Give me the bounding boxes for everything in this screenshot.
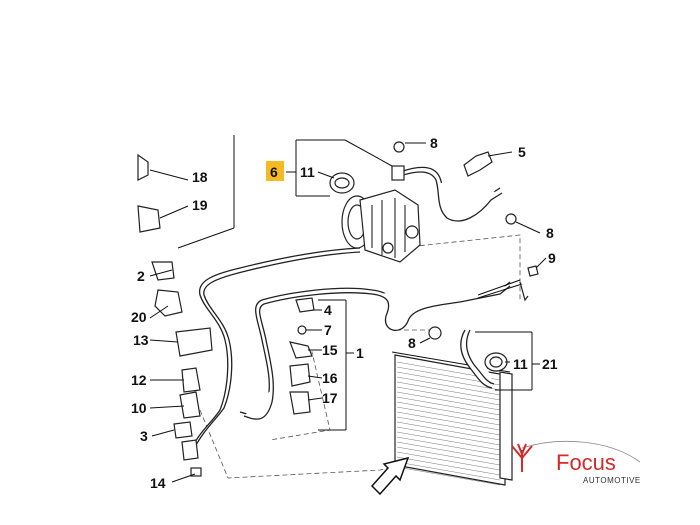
callout-16: 16 [322,370,338,386]
hose-lines [187,166,523,456]
callout-20: 20 [131,309,147,325]
callout-8-bottom: 8 [408,335,416,351]
callout-10: 10 [131,400,147,416]
callout-1: 1 [356,345,364,361]
leader-lines [149,139,547,483]
callout-15: 15 [322,342,338,358]
callout-7: 7 [324,322,332,338]
callout-14: 14 [150,475,166,491]
small-parts [137,141,539,477]
callout-19: 19 [192,197,208,213]
callout-5: 5 [518,144,526,160]
logo-tagline: AUTOMOTIVE [583,476,641,485]
logo-swoosh-icon [521,441,641,463]
callout-8-top: 8 [430,135,438,151]
callout-18: 18 [192,169,208,185]
callout-21: 21 [542,356,558,372]
callout-8-right: 8 [546,225,554,241]
callout-17: 17 [322,390,338,406]
callout-2: 2 [137,268,145,284]
callout-9: 9 [548,250,556,266]
highlight-box [266,161,284,181]
direction-arrow-icon [370,456,410,496]
condenser [391,351,513,486]
callout-3: 3 [140,428,148,444]
callout-12: 12 [131,372,147,388]
logo-name: Focus [556,450,616,475]
callout-4: 4 [324,302,332,318]
logo-tree-icon [511,443,533,472]
callout-13: 13 [133,332,149,348]
focus-automotive-logo: Focus AUTOMOTIVE [511,441,641,485]
callout-6: 6 [270,164,278,180]
callout-11-bottom: 11 [513,356,528,372]
callout-11-top: 11 [300,164,315,180]
